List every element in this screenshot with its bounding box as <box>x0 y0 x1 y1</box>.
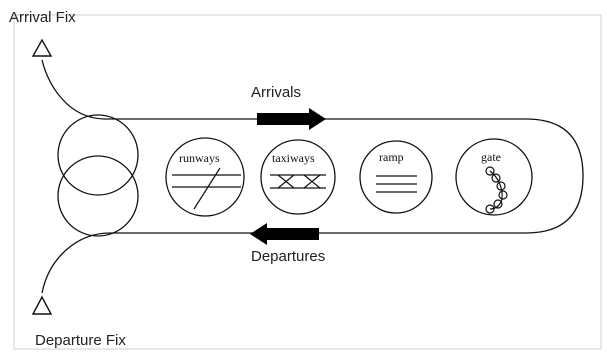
ramp-label: ramp <box>379 150 404 164</box>
gate-label: gate <box>481 150 501 164</box>
holding-circle-lower <box>57 155 139 237</box>
gate-stand-icon <box>496 181 506 191</box>
departure-fix-label: Departure Fix <box>35 332 126 349</box>
gate-stand-icon <box>485 204 495 214</box>
taxiway-diagonal-icon <box>277 174 295 189</box>
ramp-circle <box>359 140 433 214</box>
diagram-frame <box>13 14 602 350</box>
gate-curve-icon <box>489 170 503 210</box>
runway-crossing-line-icon <box>193 167 221 210</box>
arrival-fix-label: Arrival Fix <box>9 9 76 26</box>
gate-stand-icon <box>485 166 495 176</box>
departures-label: Departures <box>251 248 325 265</box>
departures-arrow-shaft <box>267 228 319 240</box>
departure-fix-triangle-icon <box>31 295 53 315</box>
taxiways-label: taxiways <box>272 151 315 165</box>
arrival-departure-flow-path <box>41 59 584 294</box>
arrivals-arrow-shaft <box>257 113 309 125</box>
runways-circle <box>165 137 245 217</box>
runways-label: runways <box>179 151 220 165</box>
gate-stand-icon <box>493 199 503 209</box>
arrivals-arrow-icon <box>309 108 326 130</box>
taxiway-diagonal-icon <box>303 174 321 189</box>
departures-arrow-icon <box>250 223 267 245</box>
gate-stand-icon <box>491 173 501 183</box>
arrivals-label: Arrivals <box>251 84 301 101</box>
arrival-fix-triangle-icon <box>31 38 53 57</box>
gate-circle <box>455 138 533 216</box>
holding-circle-upper <box>57 114 139 196</box>
taxiways-circle <box>260 139 336 215</box>
gate-stand-icon <box>498 190 508 200</box>
